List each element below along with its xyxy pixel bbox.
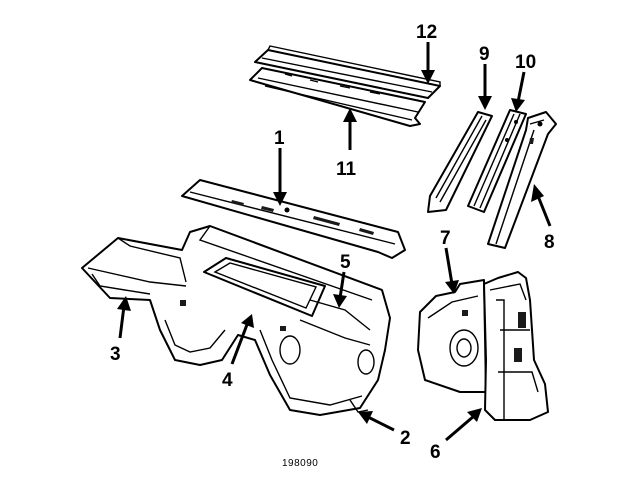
arrow-12 (421, 42, 435, 84)
part-7-side-panel (417, 279, 487, 393)
part-11-lower-rail (249, 67, 426, 127)
arrow-2 (358, 411, 395, 432)
arrow-7 (444, 247, 459, 294)
catalog-number: 198090 (282, 458, 318, 469)
callout-12: 12 (416, 22, 437, 43)
callout-4: 4 (222, 370, 233, 391)
arrow-10 (511, 71, 526, 112)
callout-10: 10 (515, 52, 536, 73)
arrow-9 (478, 64, 492, 110)
part-2-dash-panel-assembly (81, 225, 391, 416)
part-1-cowl-top (181, 179, 406, 259)
arrow-11 (343, 108, 357, 150)
callout-2: 2 (400, 428, 411, 449)
callout-11: 11 (336, 159, 357, 180)
arrow-3 (117, 296, 131, 339)
callout-8: 8 (544, 232, 555, 253)
part-6-side-panel (483, 271, 549, 421)
callout-5: 5 (340, 252, 351, 273)
arrow-6 (445, 408, 482, 442)
callout-3: 3 (110, 344, 121, 365)
callout-9: 9 (479, 44, 490, 65)
part-12-upper-rail (254, 45, 441, 99)
callout-7: 7 (440, 228, 451, 249)
arrow-8 (531, 184, 552, 227)
arrow-1 (273, 148, 287, 206)
part-8-reinforcement (487, 111, 557, 249)
part-9-pillar (427, 111, 493, 213)
callout-6: 6 (430, 442, 441, 463)
arrow-4 (230, 314, 254, 365)
callout-arrows (117, 42, 552, 442)
callout-1: 1 (274, 128, 285, 149)
part-10-pillar (467, 109, 527, 213)
arrow-5 (333, 271, 347, 308)
